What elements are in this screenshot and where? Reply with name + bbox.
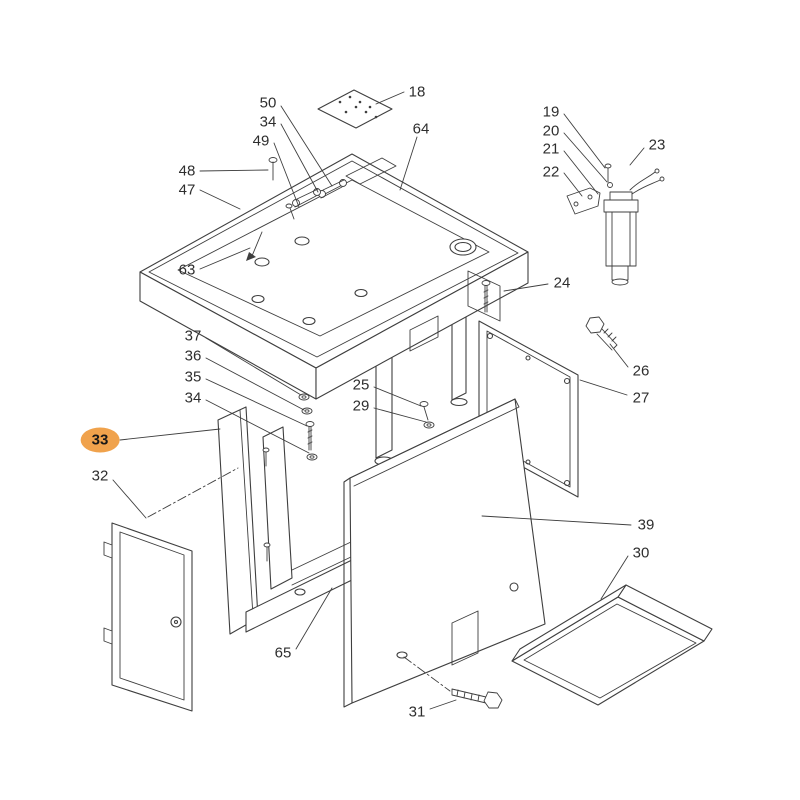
part-label-34-top[interactable]: 34 xyxy=(259,113,277,131)
part-label-19[interactable]: 19 xyxy=(542,103,560,121)
rear-leg-frame-drawing xyxy=(292,315,467,585)
part-label-47[interactable]: 47 xyxy=(178,181,196,199)
door-drawing xyxy=(104,468,238,711)
part-label-18[interactable]: 18 xyxy=(408,83,426,101)
screw-25-29-drawing xyxy=(420,402,434,429)
part-label-65[interactable]: 65 xyxy=(274,644,292,662)
part-label-20[interactable]: 20 xyxy=(542,122,560,140)
part-label-63[interactable]: 63 xyxy=(178,261,196,279)
part-label-29[interactable]: 29 xyxy=(352,397,370,415)
tray-drawing xyxy=(512,585,712,705)
part-label-49[interactable]: 49 xyxy=(252,132,270,150)
part-label-37[interactable]: 37 xyxy=(184,327,202,345)
part-label-39[interactable]: 39 xyxy=(637,516,655,534)
front-panel-drawing xyxy=(344,399,545,707)
part-label-30[interactable]: 30 xyxy=(632,544,650,562)
part-label-64[interactable]: 64 xyxy=(412,120,430,138)
top-fittings-drawing xyxy=(246,158,347,261)
part-label-24[interactable]: 24 xyxy=(553,274,571,292)
bolt-31-drawing xyxy=(404,657,502,708)
left-legs-drawing xyxy=(218,407,356,634)
part-label-48[interactable]: 48 xyxy=(178,162,196,180)
part-label-35[interactable]: 35 xyxy=(184,368,202,386)
part-label-21[interactable]: 21 xyxy=(542,140,560,158)
part-label-25[interactable]: 25 xyxy=(352,376,370,394)
pump-assembly-drawing xyxy=(567,164,664,285)
part-label-33[interactable]: 33 xyxy=(80,427,120,453)
part-label-36[interactable]: 36 xyxy=(184,347,202,365)
leader-lines xyxy=(113,92,644,709)
tabletop-drawing xyxy=(140,154,528,399)
cover-plate-drawing xyxy=(318,90,392,128)
part-label-27[interactable]: 27 xyxy=(632,389,650,407)
part-label-34-mid[interactable]: 34 xyxy=(184,389,202,407)
part-label-26[interactable]: 26 xyxy=(632,362,650,380)
part-label-23[interactable]: 23 xyxy=(648,136,666,154)
part-label-31[interactable]: 31 xyxy=(408,703,426,721)
bolt-26-drawing xyxy=(586,317,617,350)
screw-24-drawing xyxy=(482,281,490,313)
part-label-32[interactable]: 32 xyxy=(91,467,109,485)
part-label-22[interactable]: 22 xyxy=(542,163,560,181)
part-label-50[interactable]: 50 xyxy=(259,94,277,112)
fastener-column-drawing xyxy=(299,394,317,460)
